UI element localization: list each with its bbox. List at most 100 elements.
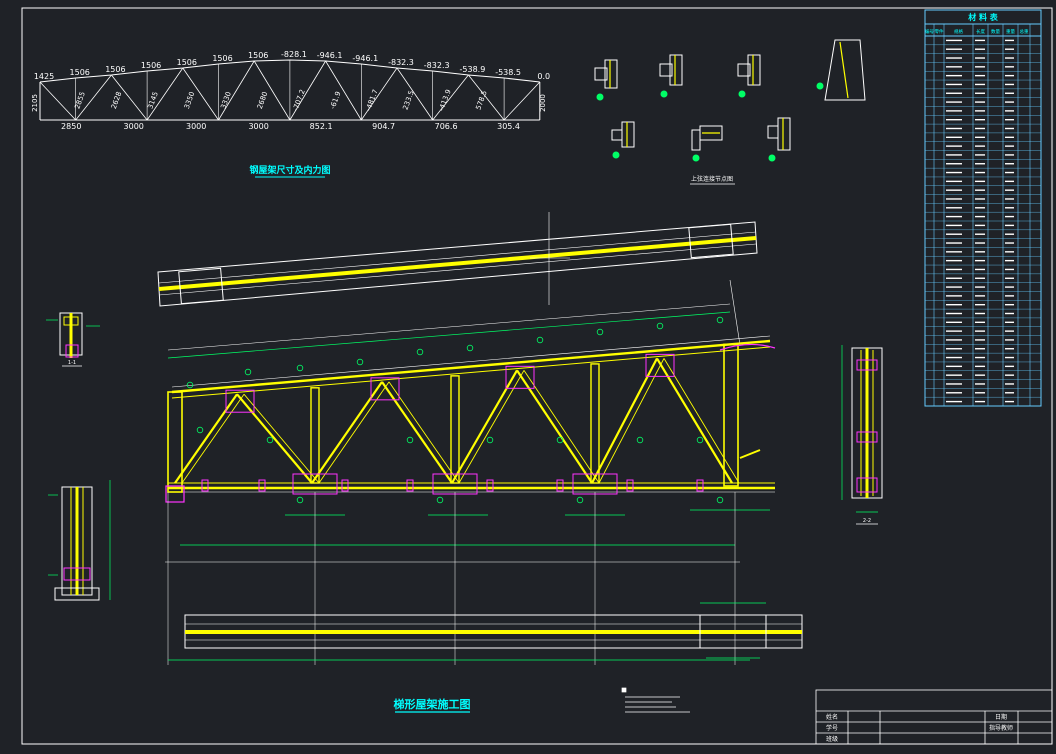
diagram-web: [360, 67, 398, 121]
node-callout: [186, 381, 194, 389]
diagram-bottom-dim: 3000: [124, 122, 144, 131]
node-callout: [266, 436, 274, 444]
top-chord-edge: [171, 335, 771, 388]
diagram-web-label: -707.2: [292, 88, 307, 112]
diagram-web-label: 233.5: [401, 90, 415, 112]
diagram-web: [39, 81, 76, 121]
table-header-cell: 数量: [991, 28, 1000, 35]
diagram-web: [396, 67, 434, 121]
diagram-bottom-dim: 904.7: [372, 122, 395, 131]
gusset-plate-top: [370, 377, 400, 401]
top-chord: [171, 346, 771, 399]
axis-line: [729, 279, 741, 346]
section-2-2-label: 2-2: [863, 518, 871, 524]
diagram-web-label: 3145: [146, 91, 160, 110]
diagram-bottom-dim: 3000: [248, 122, 268, 131]
node-callout: [576, 496, 584, 504]
diagram-top-dim: -946.1: [317, 51, 343, 60]
top-chord: [171, 339, 771, 394]
diagram-web: [182, 67, 219, 121]
node-callout: [536, 336, 544, 344]
web-vertical: [590, 363, 600, 484]
node-callout: [596, 328, 604, 336]
diagram-top-dim: 1506: [177, 58, 197, 67]
diagram-right-height: 2000: [539, 94, 547, 112]
table-header-cell: 零件: [935, 28, 944, 35]
diagram-web: [75, 74, 112, 121]
diagram-top-dim: 1506: [105, 65, 125, 74]
node-callout: [296, 364, 304, 372]
filler-plate: [556, 479, 564, 492]
diagram-web-label: 2680: [256, 91, 270, 110]
web-diagonal: [236, 393, 313, 484]
main-view-title: 梯形屋架施工图: [394, 697, 471, 711]
web-diagonal: [598, 358, 665, 484]
diagram-top-dim: 1506: [248, 51, 268, 60]
diagram-top-dim: 0.0: [537, 72, 550, 81]
diagram-top-dim: -538.9: [460, 65, 486, 74]
table-header-cell: 总重: [1020, 28, 1029, 35]
dim-line-top: [167, 311, 731, 359]
table-header-cell: 重量: [1006, 28, 1015, 35]
title-block-teacher: 指导教师: [989, 724, 1013, 732]
diagram-web: [146, 67, 184, 121]
material-table: 编号零件规格长度数量重量总重: [924, 9, 1042, 407]
title-block-class: 班级: [826, 735, 838, 743]
filler-plate: [486, 479, 494, 492]
notes: [621, 687, 690, 713]
diagram-web: [503, 81, 541, 121]
diagram-web-label: -61.9: [329, 90, 343, 110]
node-callout: [486, 436, 494, 444]
material-table-title: 材 料 表: [968, 12, 999, 22]
diagram-top-dim: 1425: [34, 72, 54, 81]
web-diagonal: [516, 369, 593, 484]
filler-plate: [258, 479, 266, 492]
ridge-plate: [719, 343, 776, 351]
title-block-student-id: 学号: [826, 724, 838, 732]
sheet-border: [21, 7, 1053, 745]
table-header-cell: 编号: [925, 28, 934, 35]
dim-line-top: [167, 303, 731, 351]
node-callout: [244, 368, 252, 376]
filler-plate: [341, 479, 349, 492]
diagram-top-dim: 1506: [141, 61, 161, 70]
gusset-plate-top: [225, 389, 255, 413]
web-diagonal: [451, 369, 518, 484]
top-chord-plan: [157, 212, 758, 307]
diagram-web: [289, 60, 326, 121]
node-callout: [296, 496, 304, 504]
brace-stub: [739, 449, 761, 459]
filler-plate: [696, 479, 704, 492]
diagram-top-dim: -538.5: [495, 68, 521, 77]
web-diagonal: [181, 393, 245, 484]
diagram-web: [468, 74, 505, 121]
node-callout: [406, 436, 414, 444]
node-callout: [436, 496, 444, 504]
end-post-left: [167, 391, 183, 493]
diagram-bottom-dim: 2850: [61, 122, 81, 131]
web-diagonal: [663, 358, 740, 484]
filler-plate: [626, 479, 634, 492]
diagram-web: [111, 74, 148, 121]
diagram-bottom-dim: 706.6: [435, 122, 458, 131]
node-callout: [656, 322, 664, 330]
node-callout: [416, 348, 424, 356]
web-vertical: [450, 375, 460, 484]
node-callout: [356, 358, 364, 366]
node-details-title: 上弦连接节点图: [691, 175, 733, 183]
title-block: [815, 689, 1053, 745]
diagram-web-label: -413.9: [438, 88, 453, 112]
title-block-date: 日期: [995, 713, 1007, 721]
web-diagonal: [311, 381, 383, 484]
web-diagonal: [591, 357, 658, 484]
section-2-2: 2-2: [841, 345, 883, 525]
diagram-web-label: 578.5: [474, 90, 488, 112]
node-details: [594, 39, 866, 162]
node-callout: [196, 426, 204, 434]
diagram-web: [218, 60, 255, 121]
web-diagonal: [381, 381, 453, 484]
node-callout: [556, 436, 564, 444]
node-callout: [716, 316, 724, 324]
